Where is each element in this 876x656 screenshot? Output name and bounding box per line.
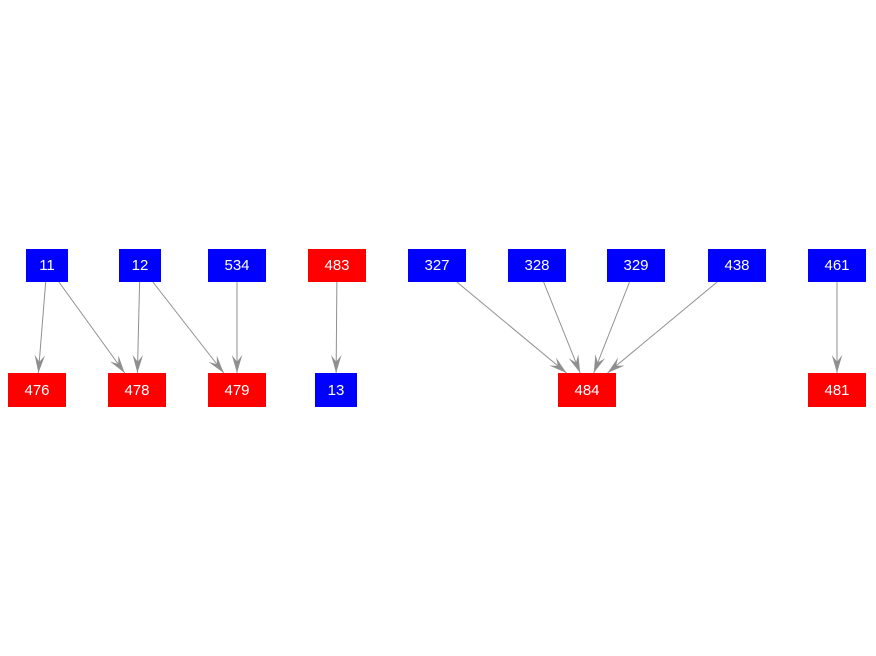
edge-line-438-484: [607, 281, 718, 374]
edge-arrowhead-11-478: [110, 355, 125, 373]
edge-line-329-484: [593, 281, 630, 374]
graph-node-481: 481: [808, 373, 866, 407]
edge-line-12-479: [152, 281, 225, 374]
edge-arrowhead-461-481: [831, 355, 843, 373]
graph-node-461: 461: [808, 249, 866, 282]
node-label: 13: [327, 381, 345, 399]
graph-node-328: 328: [508, 249, 566, 282]
graph-node-479: 479: [208, 373, 266, 407]
node-label: 438: [724, 257, 750, 274]
node-label: 481: [824, 381, 850, 399]
edge-arrowhead-328-484: [568, 354, 581, 373]
graph-node-534: 534: [208, 249, 266, 282]
node-label: 534: [224, 257, 250, 274]
node-label: 461: [824, 257, 850, 274]
graph-node-12: 12: [119, 249, 161, 282]
graph-node-11: 11: [26, 249, 68, 282]
node-label: 12: [131, 257, 149, 274]
edge-line-12-478: [136, 281, 141, 374]
edge-arrowhead-12-478: [132, 354, 143, 373]
edge-line-11-476: [37, 281, 47, 374]
graph-node-329: 329: [607, 249, 665, 282]
edge-arrowhead-534-479: [231, 355, 243, 373]
edge-line-327-484: [456, 281, 567, 374]
edge-line-11-478: [58, 281, 126, 374]
node-label: 328: [524, 257, 550, 274]
graph-node-478: 478: [108, 373, 166, 407]
node-label: 479: [224, 381, 250, 399]
edge-line-483-13: [335, 281, 338, 374]
graph-node-13: 13: [315, 373, 357, 407]
graph-node-476: 476: [8, 373, 66, 407]
node-label: 11: [39, 257, 55, 274]
edge-arrowhead-438-484: [607, 357, 625, 373]
graph-node-327: 327: [408, 249, 466, 282]
graph-node-483: 483: [308, 249, 366, 282]
edge-arrowhead-329-484: [593, 354, 606, 373]
node-label: 483: [324, 257, 350, 274]
node-label: 484: [574, 381, 600, 399]
edge-arrowhead-483-13: [331, 355, 342, 373]
edge-arrowhead-11-476: [34, 354, 45, 373]
node-label: 329: [623, 257, 649, 274]
node-label: 478: [124, 381, 150, 399]
edge-arrowhead-327-484: [549, 357, 567, 373]
graph-node-438: 438: [708, 249, 766, 282]
edge-arrowhead-12-479: [208, 355, 224, 373]
edge-line-328-484: [543, 281, 581, 374]
graph-node-484: 484: [558, 373, 616, 407]
node-label: 327: [424, 257, 450, 274]
node-label: 476: [24, 381, 50, 399]
